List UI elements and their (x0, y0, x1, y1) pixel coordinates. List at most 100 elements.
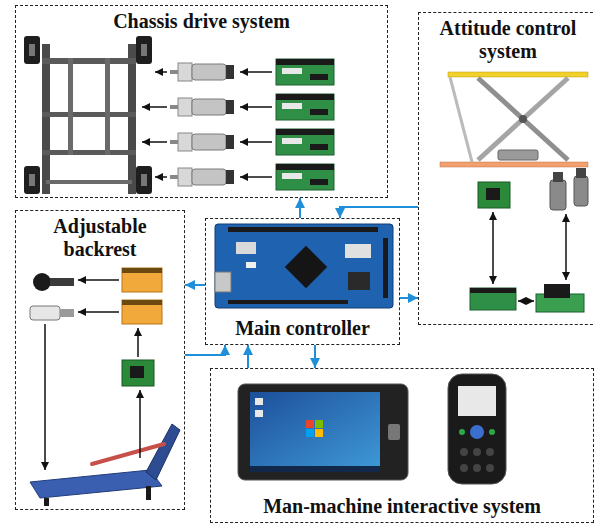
component (348, 272, 370, 290)
frame-bar (105, 58, 110, 155)
lift-strut (450, 77, 472, 162)
signal-arrow (240, 106, 272, 108)
pin-header (383, 238, 388, 298)
board-chip (130, 366, 144, 378)
signal-arrow (137, 328, 139, 357)
signal-connector (185, 284, 205, 286)
actuator-head (576, 168, 586, 178)
fingerprint-pad (388, 424, 400, 440)
component (345, 244, 371, 258)
driver-part (310, 74, 328, 80)
signal-connector (185, 345, 225, 355)
motor-cap (226, 135, 234, 149)
frame-rail (128, 44, 136, 194)
remote-button (460, 464, 468, 472)
motor-cap (226, 65, 234, 79)
motor-gearbox (178, 133, 192, 151)
seat-leg (44, 498, 49, 506)
remote-screen (458, 386, 496, 416)
signal-arrow (240, 176, 272, 178)
driver-terminal (276, 59, 334, 65)
desktop-icon (255, 398, 263, 405)
attitude-parts (470, 168, 588, 312)
wheel-hub (141, 174, 147, 186)
group-title: Man-machine interactive system (259, 493, 545, 520)
pcb (215, 224, 393, 308)
driver-set (276, 59, 334, 190)
driver-board (122, 268, 162, 292)
driver-terminal (470, 288, 516, 293)
wheel (136, 166, 152, 194)
motor-gearbox (178, 63, 192, 81)
pump (30, 306, 60, 320)
signal-connector (400, 297, 418, 299)
signal-arrows (493, 212, 566, 301)
wheel-hub (29, 174, 35, 186)
motor-body (192, 64, 226, 80)
backrest-parts (30, 268, 180, 506)
signal-arrow (492, 212, 494, 284)
driver-board (276, 164, 334, 190)
logo-tile (315, 420, 323, 428)
component (246, 262, 256, 268)
remote-body (448, 374, 506, 484)
driver-part (310, 179, 328, 185)
driver-terminal (122, 268, 162, 273)
frame-bar (42, 150, 136, 155)
frame-rail (42, 44, 50, 194)
motor-gearbox (178, 98, 192, 116)
desktop-icon (255, 410, 263, 417)
tablet-screen (250, 392, 380, 472)
lift-arm (478, 78, 568, 160)
pin-header (228, 300, 348, 304)
frame-bar (42, 58, 136, 64)
remote-button (486, 448, 494, 456)
frame-bar (68, 58, 73, 155)
driver-terminal (276, 94, 334, 100)
signal-arrow (240, 71, 272, 73)
group-box: Man-machine interactive system (210, 368, 594, 523)
motor-cap (226, 170, 234, 184)
frame-bar (42, 112, 136, 117)
seat-base (30, 470, 162, 498)
sensor-board (478, 182, 510, 208)
driver-sticker (282, 138, 302, 144)
controller-board (215, 224, 393, 308)
scissor-lift (440, 72, 588, 167)
signal-connector (340, 207, 418, 218)
motor-body (192, 134, 226, 150)
motor-shaft (170, 105, 178, 109)
seat-leg (146, 486, 151, 500)
remote-button (486, 464, 494, 472)
relay (544, 284, 570, 298)
motor-set (170, 63, 234, 186)
group-title: Chassis drive system (109, 8, 294, 35)
taskbar (250, 466, 380, 472)
logo-tile (306, 420, 314, 428)
driver-board (122, 300, 162, 324)
logo-tile (315, 429, 323, 437)
signal-arrow (78, 311, 119, 313)
signal-connector (299, 198, 301, 218)
group-box: Adjustable backrest (15, 210, 185, 510)
signal-connector (247, 345, 249, 368)
motor-gear (50, 278, 74, 286)
wheel-hub (29, 44, 35, 56)
driver-terminal (276, 164, 334, 170)
motor-shaft (170, 140, 178, 144)
remote-button (473, 448, 481, 456)
wheel (24, 36, 40, 64)
group-title: Main controller (231, 315, 374, 342)
lift-actuator (498, 150, 538, 160)
logo-tile (306, 429, 314, 437)
signal-arrows (142, 72, 272, 177)
wheel-hub (141, 44, 147, 56)
driver-board (276, 94, 334, 120)
motor-shaft (170, 175, 178, 179)
driver-sticker (282, 68, 302, 74)
group-box: Attitude control system (418, 12, 594, 325)
component (236, 242, 256, 254)
wheel (24, 166, 40, 194)
